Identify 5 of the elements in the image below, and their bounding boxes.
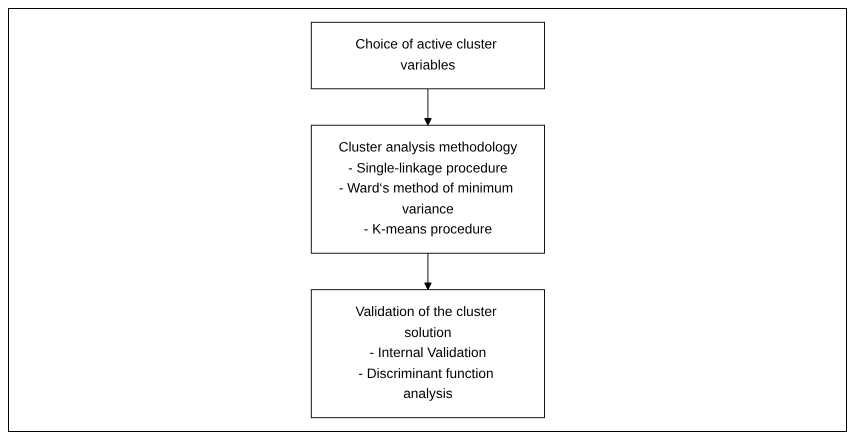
node-box: Validation of the cluster solution - Internal Validation - Discriminant function analysis <box>310 289 545 418</box>
node-box: Cluster analysis methodology - Single-linkage procedure - Ward‘s method of minimum variance - K-means procedure <box>310 124 545 254</box>
arrow <box>424 88 432 126</box>
node-box: Choice of active cluster variables <box>310 22 545 90</box>
arrow <box>424 252 432 290</box>
